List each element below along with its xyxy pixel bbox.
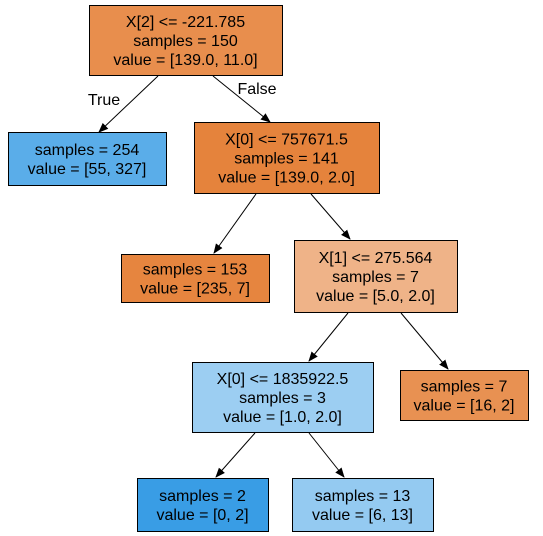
node-text-line: samples = 150 <box>133 33 238 50</box>
tree-node-n5: X[0] <= 1835922.5 samples = 3 value = [1.0… <box>192 362 374 433</box>
node-text-line: samples = 2 <box>159 488 246 505</box>
node-text-line: samples = 3 <box>239 390 326 407</box>
node-text-line: X[1] <= 275.564 <box>319 250 433 267</box>
node-text-line: X[2] <= -221.785 <box>126 14 245 31</box>
edge-label-true: True <box>88 92 120 109</box>
edge-n0-n1 <box>98 75 159 133</box>
tree-node-n7: samples = 2 value = [0, 2] <box>137 478 269 532</box>
node-text-line: samples = 13 <box>315 488 411 505</box>
tree-node-n3: samples = 153 value = [235, 7] <box>121 254 270 303</box>
node-text-line: X[0] <= 1835922.5 <box>217 371 349 388</box>
node-text-line: value = [1.0, 2.0] <box>223 409 342 426</box>
edge-label-false: False <box>237 81 276 98</box>
tree-node-n0: X[2] <= -221.785 samples = 150 value = [13… <box>89 5 283 76</box>
node-text-line: value = [55, 327] <box>28 161 147 178</box>
edge-n0-n2 <box>212 75 271 123</box>
edge-n4-n6 <box>400 312 449 370</box>
tree-node-n2: X[0] <= 757671.5 samples = 141 value = [13… <box>194 122 380 194</box>
edge-n5-n7 <box>215 432 256 478</box>
node-text-line: samples = 141 <box>234 151 339 168</box>
node-box <box>89 5 283 76</box>
tree-node-n8: samples = 13 value = [6, 13] <box>292 478 434 532</box>
node-box <box>192 362 374 433</box>
node-text-line: value = [139.0, 11.0] <box>113 52 257 69</box>
node-text-line: samples = 153 <box>143 262 248 279</box>
edge-n4-n5 <box>308 312 349 362</box>
edge-n5-n8 <box>308 432 345 478</box>
node-box <box>194 122 380 194</box>
node-text-line: value = [139.0, 2.0] <box>218 170 355 187</box>
edge-n2-n4 <box>310 193 351 240</box>
node-text-line: value = [16, 2] <box>414 398 515 415</box>
node-box <box>121 254 270 303</box>
node-box <box>294 240 458 313</box>
node-text-line: samples = 254 <box>35 142 140 159</box>
node-text-line: value = [6, 13] <box>312 507 413 524</box>
node-box <box>400 370 529 421</box>
node-text-line: value = [235, 7] <box>140 281 250 298</box>
tree-node-n1: samples = 254 value = [55, 327] <box>8 132 167 186</box>
nodes-layer: X[2] <= -221.785 samples = 150 value = [13… <box>8 5 529 532</box>
node-text-line: value = [5.0, 2.0] <box>316 288 435 305</box>
node-box <box>137 478 269 532</box>
node-box <box>292 478 434 532</box>
node-text-line: samples = 7 <box>421 379 508 396</box>
node-box <box>8 132 167 186</box>
edge-n2-n3 <box>213 193 257 254</box>
node-text-line: samples = 7 <box>332 269 419 286</box>
tree-node-n6: samples = 7 value = [16, 2] <box>400 370 529 421</box>
tree-node-n4: X[1] <= 275.564 samples = 7 value = [5.0, … <box>294 240 458 313</box>
edges-layer: True False <box>88 75 449 478</box>
node-text-line: value = [0, 2] <box>156 507 248 524</box>
node-text-line: X[0] <= 757671.5 <box>225 132 348 149</box>
